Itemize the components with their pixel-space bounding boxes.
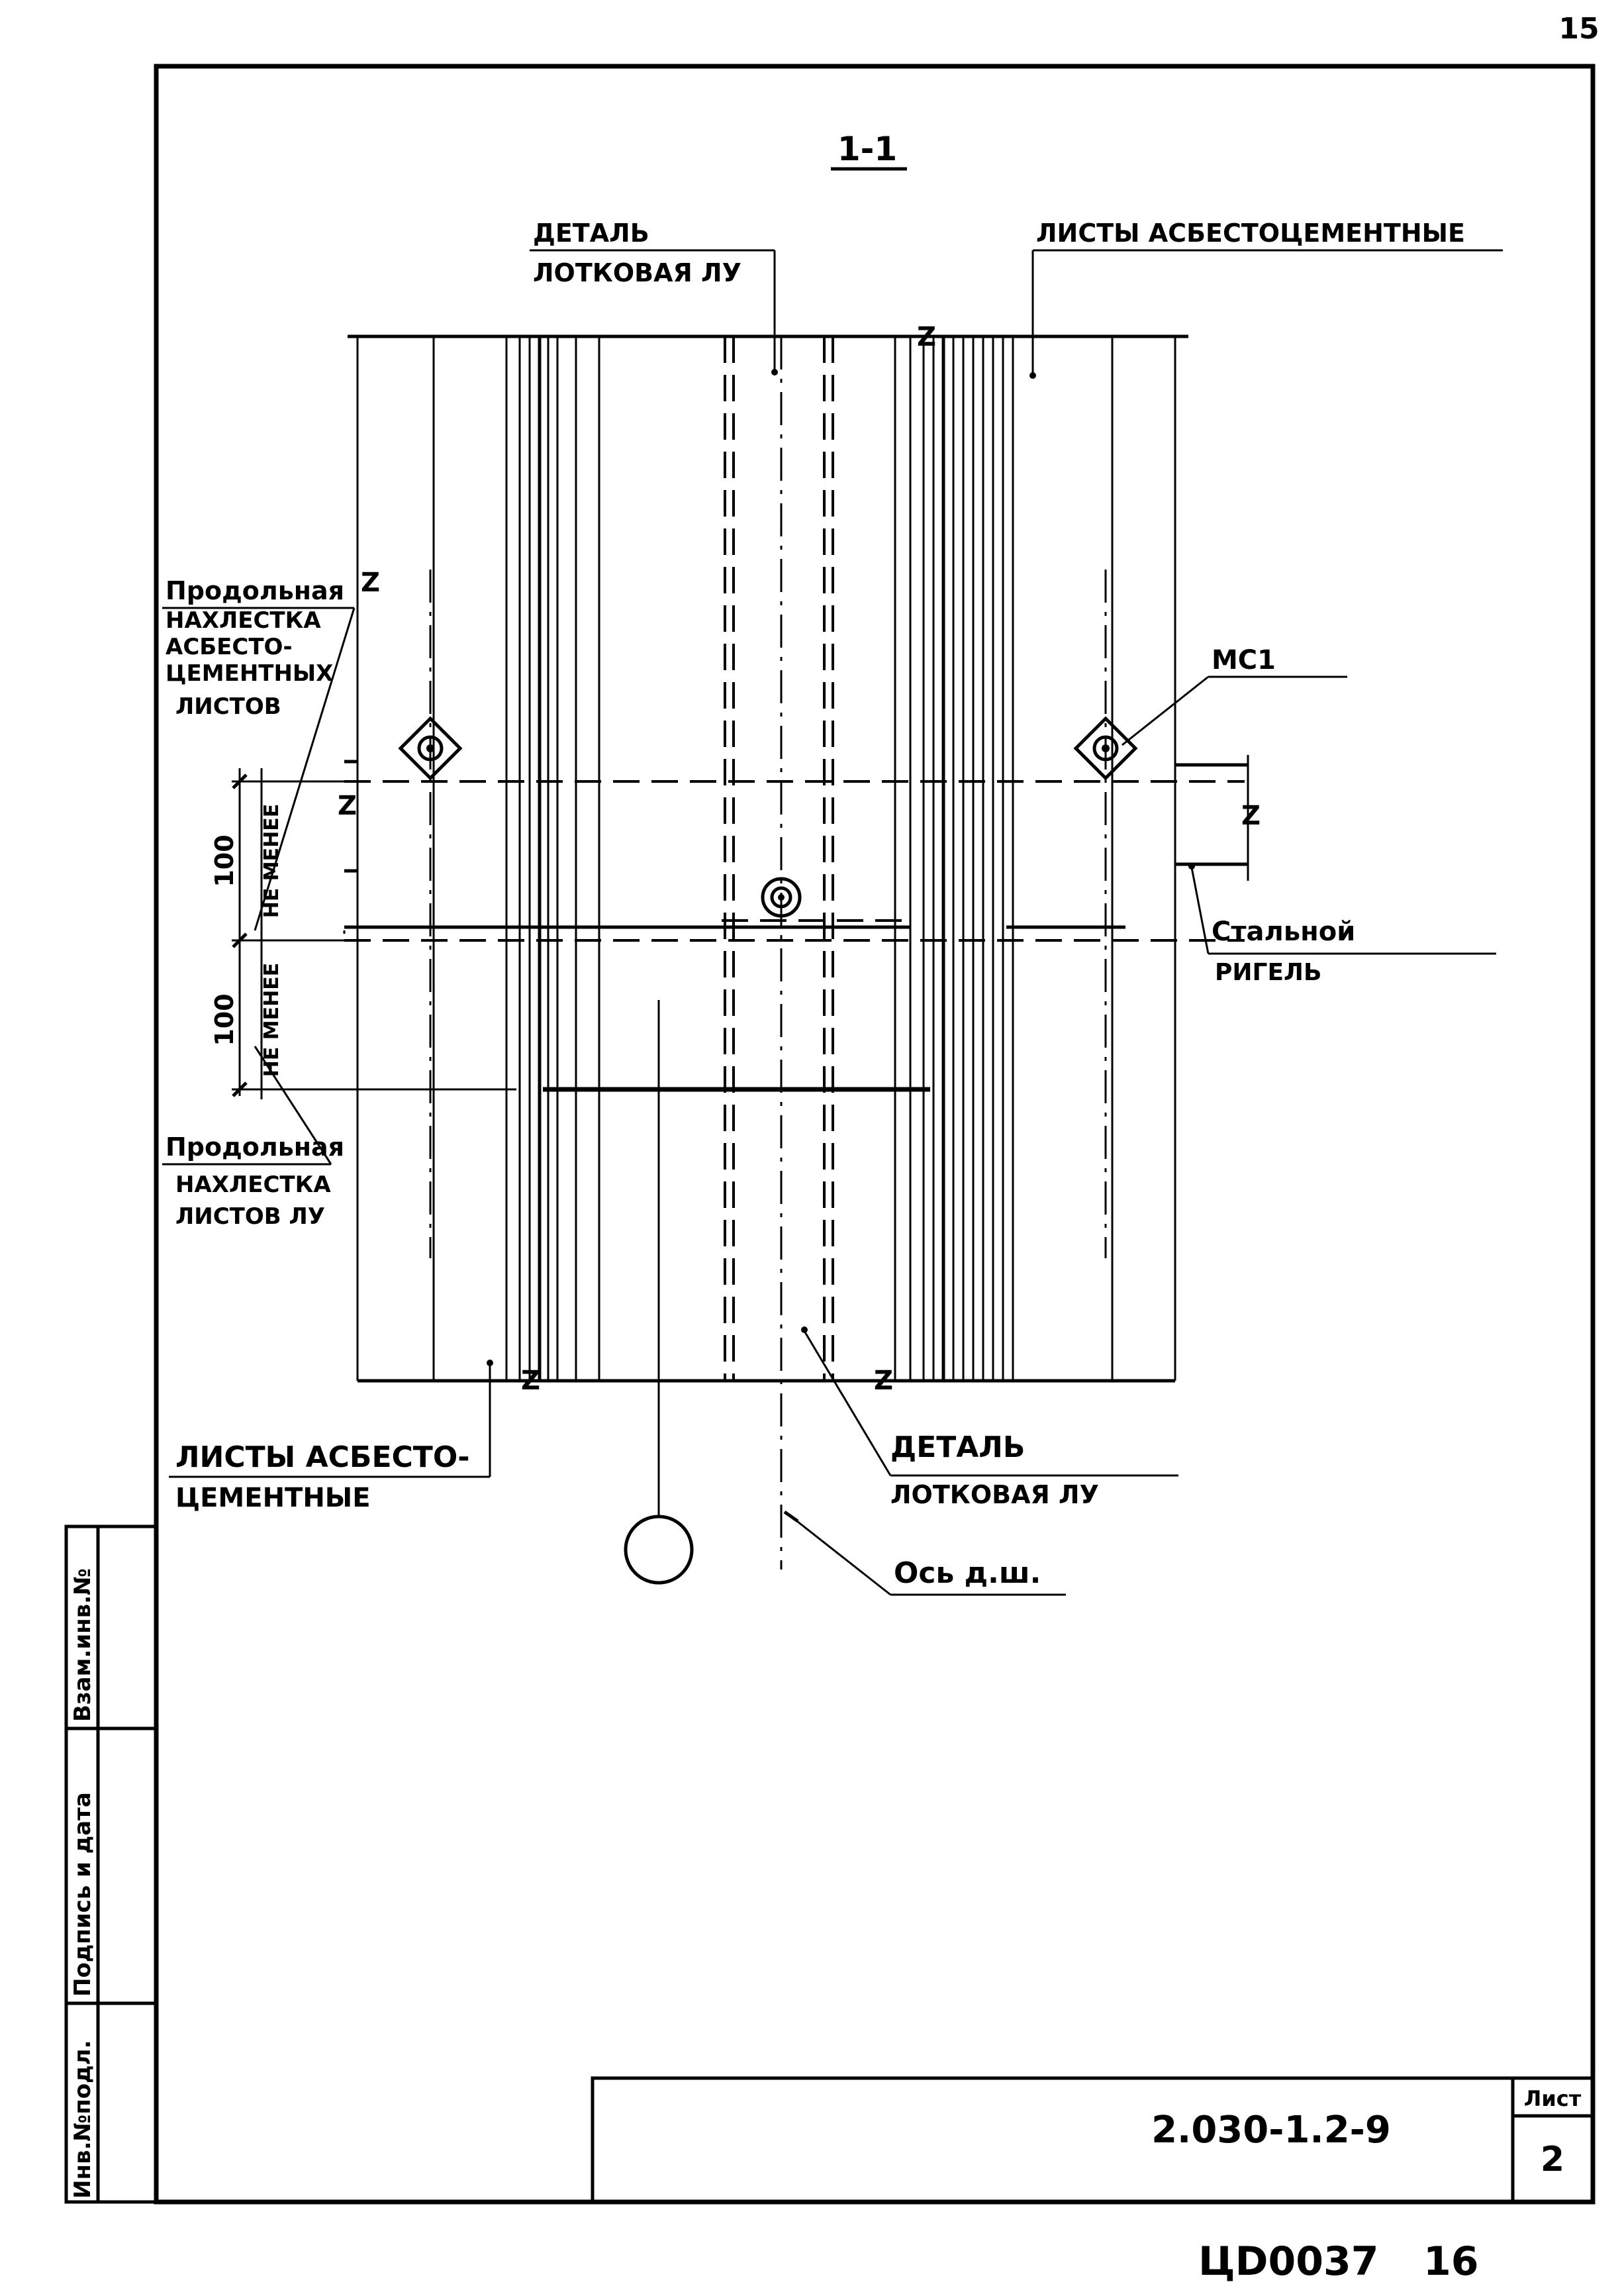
center-bolt — [761, 877, 802, 918]
drain-pipe — [624, 1000, 694, 1585]
corrugations-right — [894, 336, 1114, 1381]
svg-text:Z: Z — [361, 568, 380, 598]
svg-text:Продольная: Продольная — [166, 1132, 344, 1162]
mc1-fastener-left — [398, 716, 463, 781]
corrugations-left — [432, 336, 600, 1381]
sheet-number: 2 — [1541, 2140, 1564, 2179]
label-mc1: МС1 — [1121, 645, 1347, 746]
svg-text:ЛИСТОВ: ЛИСТОВ — [175, 693, 281, 720]
label-steel-rigel: Стальной РИГЕЛЬ — [1188, 863, 1496, 986]
svg-text:ЦЕМЕНТНЫХ: ЦЕМЕНТНЫХ — [166, 660, 333, 687]
svg-text:ЛОТКОВАЯ ЛУ: ЛОТКОВАЯ ЛУ — [533, 258, 741, 287]
section-title: 1-1 — [837, 130, 897, 168]
svg-text:Z: Z — [521, 1366, 540, 1396]
dim-lower-note: НЕ МЕНЕЕ — [260, 963, 283, 1077]
svg-text:Продольная: Продольная — [166, 576, 344, 605]
steel-rigel-end — [344, 755, 1249, 881]
svg-text:Z: Z — [917, 322, 936, 352]
dimension-chain: 100 НЕ МЕНЕЕ 100 НЕ МЕНЕЕ — [210, 768, 344, 1099]
stamp-inv-podl: Инв.№подл. — [70, 2040, 96, 2199]
stamp-vzam: Взам.инв.№ — [70, 1568, 96, 1722]
svg-text:ЛИСТОВ ЛУ: ЛИСТОВ ЛУ — [175, 1203, 325, 1230]
svg-text:ЛИСТЫ АСБЕСТОЦЕМЕНТНЫЕ: ЛИСТЫ АСБЕСТОЦЕМЕНТНЫЕ — [1036, 219, 1465, 248]
dim-lower-value: 100 — [210, 993, 239, 1046]
svg-text:Ось д.ш.: Ось д.ш. — [894, 1556, 1041, 1590]
plan-outline — [348, 334, 1188, 1383]
rigel-lines — [343, 780, 1245, 1092]
archive-code: ЦD0037 — [1198, 2238, 1378, 2285]
mc1-fastener-right — [1073, 716, 1138, 781]
label-detail-top: ДЕТАЛЬ ЛОТКОВАЯ ЛУ — [530, 219, 778, 375]
sheet-label: Лист — [1524, 2086, 1582, 2111]
label-axis: Ось д.ш. — [783, 1510, 1066, 1596]
svg-text:Стальной: Стальной — [1212, 917, 1355, 947]
svg-text:ДЕТАЛЬ: ДЕТАЛЬ — [533, 219, 649, 248]
svg-text:НАХЛЕСТКА: НАХЛЕСТКА — [166, 607, 321, 634]
svg-text:НАХЛЕСТКА: НАХЛЕСТКА — [175, 1172, 331, 1198]
svg-text:Z: Z — [338, 791, 357, 821]
svg-text:ЛИСТЫ АСБЕСТО-: ЛИСТЫ АСБЕСТО- — [175, 1440, 470, 1474]
doc-code: 2.030-1.2-9 — [1151, 2109, 1391, 2152]
axis-lines — [429, 336, 1107, 1570]
break-marks: Z Z Z Z Z Z — [338, 322, 1261, 1396]
side-stamp: Инв.№подл. Подпись и дата Взам.инв.№ — [64, 1524, 158, 2204]
svg-text:ЦЕМЕНТНЫЕ: ЦЕМЕНТНЫЕ — [175, 1483, 371, 1513]
title-block: 2.030-1.2-9 Лист 2 — [591, 2076, 1595, 2204]
label-sheets-top: ЛИСТЫ АСБЕСТОЦЕМЕНТНЫЕ — [1029, 219, 1503, 379]
svg-text:Z: Z — [874, 1366, 893, 1396]
sheet-frame — [154, 64, 1596, 2205]
svg-text:ЛОТКОВАЯ ЛУ: ЛОТКОВАЯ ЛУ — [890, 1480, 1099, 1509]
page-number-top: 15 — [1558, 12, 1599, 46]
label-detail-bottom: ДЕТАЛЬ ЛОТКОВАЯ ЛУ — [801, 1326, 1178, 1509]
footer-page: 16 — [1423, 2238, 1479, 2285]
svg-text:Z: Z — [1241, 801, 1261, 831]
mc1-label: МС1 — [1212, 645, 1276, 675]
label-overlap-ly: Продольная НАХЛЕСТКА ЛИСТОВ ЛУ — [162, 1046, 344, 1230]
svg-text:ДЕТАЛЬ: ДЕТАЛЬ — [890, 1430, 1025, 1464]
label-overlap-asbestos: Продольная НАХЛЕСТКА АСБЕСТО- ЦЕМЕНТНЫХ … — [162, 576, 356, 931]
tray-dashed-edges — [724, 336, 834, 1381]
stamp-podpis: Подпись и дата — [70, 1792, 96, 1997]
svg-text:РИГЕЛЬ: РИГЕЛЬ — [1215, 959, 1321, 986]
dim-upper-value: 100 — [210, 834, 239, 887]
svg-text:АСБЕСТО-: АСБЕСТО- — [166, 634, 293, 660]
label-sheets-bottom: ЛИСТЫ АСБЕСТО- ЦЕМЕНТНЫЕ — [169, 1360, 493, 1513]
